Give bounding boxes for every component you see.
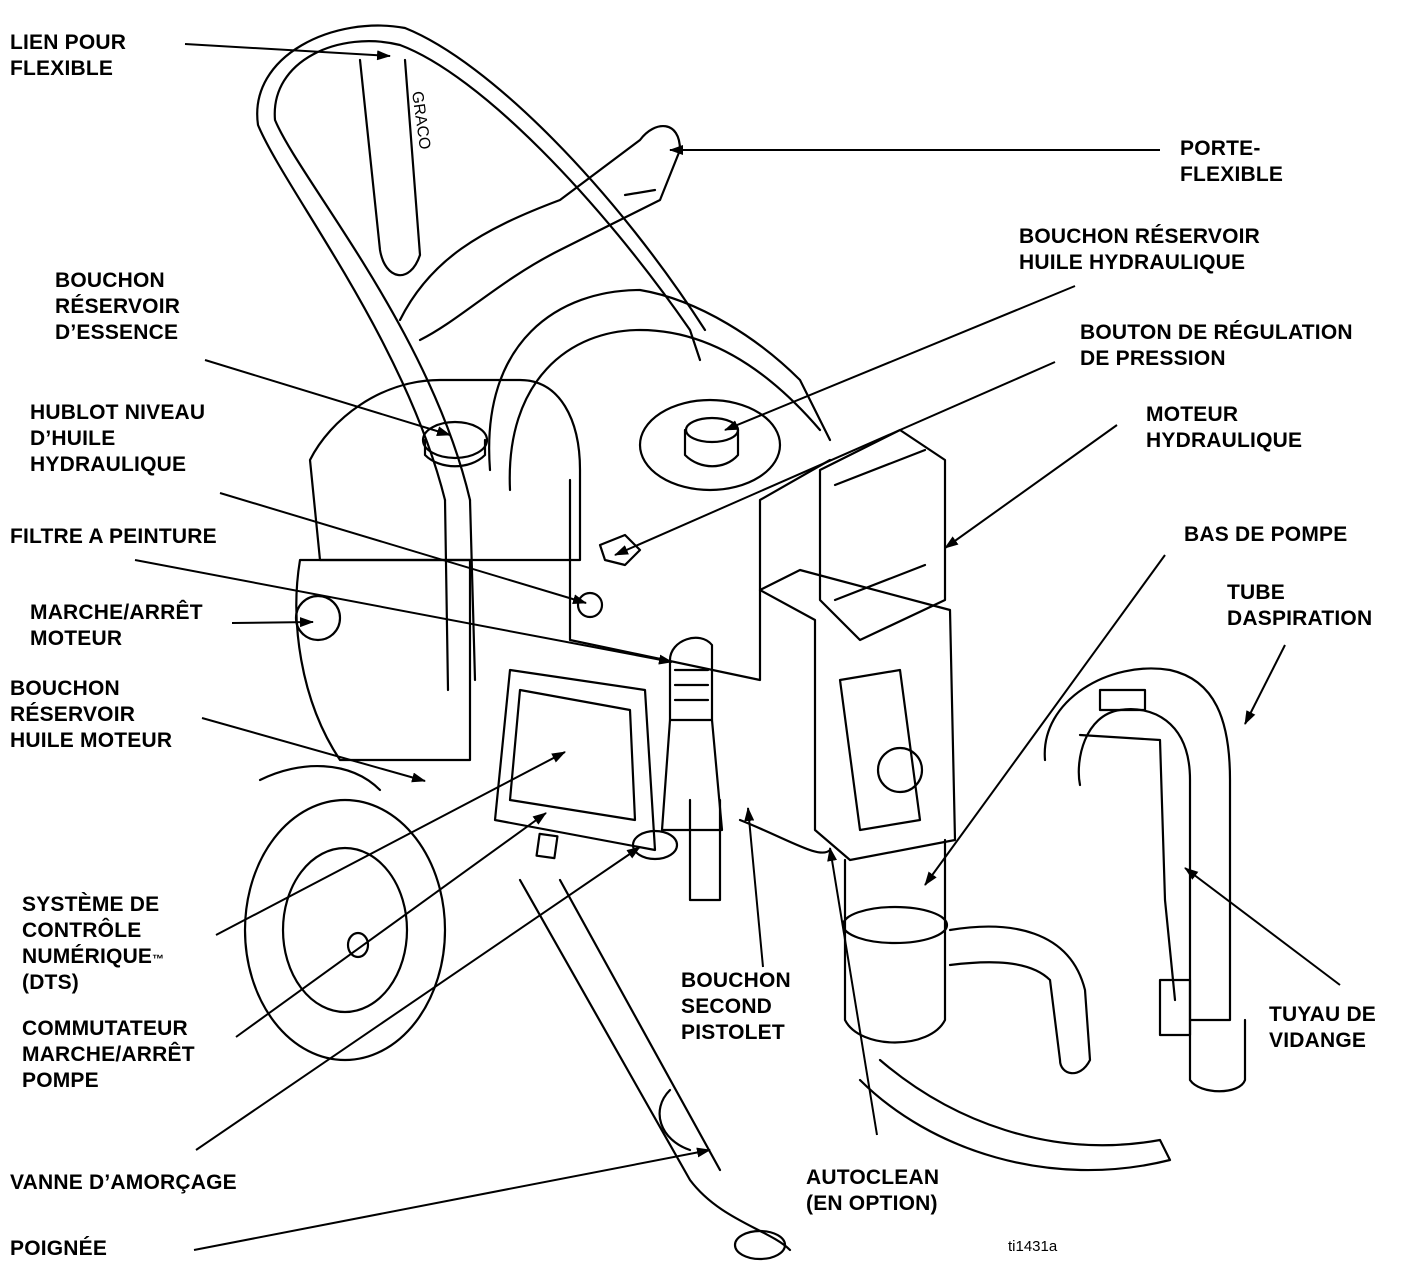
leader-tube-aspiration: [1244, 644, 1286, 725]
label-hublot-niveau-huile: HUBLOT NIVEAU D’HUILE HYDRAULIQUE: [30, 401, 206, 476]
figure-id: ti1431a: [1008, 1238, 1058, 1255]
leader-bouchon-hydraulique: [724, 285, 1076, 431]
hose-holder: [398, 124, 682, 342]
prime-valve: [631, 829, 679, 861]
hose-strap: [358, 58, 422, 277]
leader-moteur-hydraulique: [944, 424, 1118, 549]
leader-filtre: [134, 559, 673, 665]
leader-poignee: [193, 1147, 711, 1251]
label-commutateur-pompe: COMMUTATEUR MARCHE/ARRÊT POMPE: [22, 1017, 195, 1092]
label-bas-de-pompe: BAS DE POMPE: [1184, 523, 1348, 546]
dts-control-box: [493, 668, 657, 852]
label-porte-flexible: PORTE- FLEXIBLE: [1180, 137, 1284, 186]
suction-tube: [1043, 667, 1232, 1022]
leader-second-pistolet: [744, 807, 764, 968]
label-moteur-hydraulique: MOTEUR HYDRAULIQUE: [1146, 403, 1303, 452]
label-filtre-peinture: FILTRE A PEINTURE: [10, 525, 217, 548]
frame-leg: [518, 878, 792, 1252]
belt-guard: [488, 288, 832, 472]
fuel-cap: [421, 420, 489, 460]
leader-dts: [215, 751, 566, 936]
paint-filter: [668, 636, 714, 722]
label-systeme-controle: SYSTÈME DE CONTRÔLE NUMÉRIQUE™ (DTS): [22, 893, 165, 994]
leader-regulation-pression: [614, 361, 1056, 556]
leader-huile-moteur: [201, 717, 426, 783]
pump-lower: [843, 838, 947, 1044]
hydraulic-tank: [568, 458, 832, 682]
leader-tuyau-vidange: [1184, 867, 1341, 986]
leader-lien-flexible: [184, 43, 391, 61]
pressure-knob: [598, 533, 642, 567]
wheel: [243, 798, 447, 1062]
hydraulic-cap: [638, 398, 782, 492]
label-poignee: POIGNÉE: [10, 1237, 108, 1260]
label-vanne-amorcage: VANNE D’AMORÇAGE: [10, 1171, 237, 1194]
hydraulic-motor: [818, 428, 947, 642]
leader-hublot: [219, 492, 587, 605]
pump-frame: [758, 568, 957, 862]
label-marche-arret-moteur: MARCHE/ARRÊT MOTEUR: [30, 601, 203, 650]
leader-bas-pompe: [924, 554, 1166, 886]
label-bouchon-reservoir-essence: BOUCHON RÉSERVOIR D’ESSENCE: [55, 269, 181, 344]
label-bouchon-second-pistolet: BOUCHON SECOND PISTOLET: [681, 969, 791, 1044]
engine-housing: [295, 558, 472, 762]
leader-commutateur: [235, 812, 547, 1038]
outlet-hose: [858, 1058, 1172, 1172]
cart-handle-frame: [273, 40, 702, 502]
label-bouchon-huile-moteur: BOUCHON RÉSERVOIR HUILE MOTEUR: [10, 677, 173, 752]
label-bouton-regulation-pression: BOUTON DE RÉGULATION DE PRESSION: [1080, 321, 1353, 370]
leader-marche-moteur: [231, 617, 314, 628]
label-bouchon-reservoir-huile-hydraulique: BOUCHON RÉSERVOIR HUILE HYDRAULIQUE: [1019, 225, 1261, 274]
leader-bouchon-essence: [204, 359, 451, 436]
machine-drawing: [243, 24, 1247, 1261]
label-autoclean: AUTOCLEAN (EN OPTION): [806, 1166, 940, 1215]
engine-tank: [308, 378, 582, 562]
label-tube-aspiration: TUBE DASPIRATION: [1227, 581, 1373, 630]
label-lien-flexible: LIEN POUR FLEXIBLE: [10, 31, 127, 80]
leader-autoclean: [827, 847, 878, 1136]
leader-lines: [134, 43, 1341, 1251]
label-tuyau-vidange: TUYAU DE VIDANGE: [1269, 1003, 1377, 1052]
leader-vanne: [195, 846, 641, 1151]
